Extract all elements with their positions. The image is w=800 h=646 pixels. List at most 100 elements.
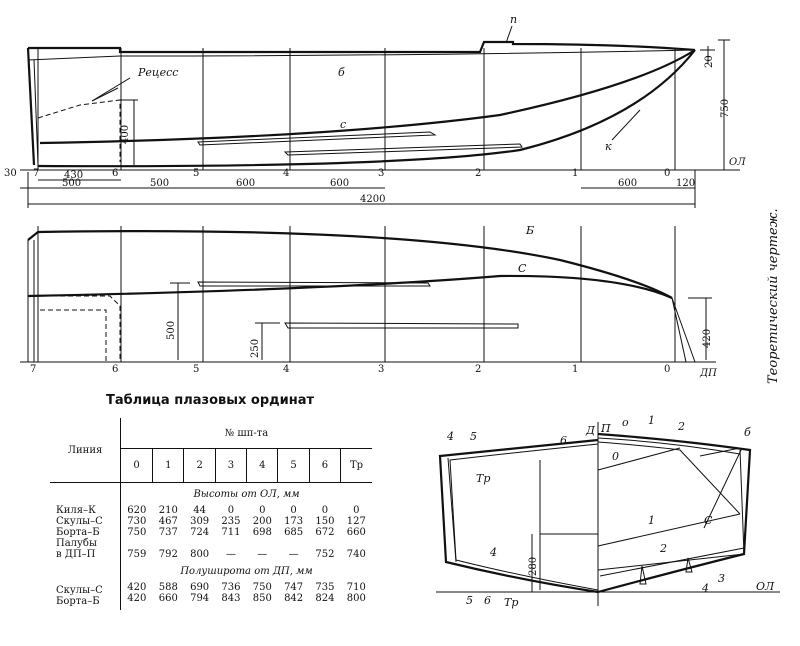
centreplane-label: ДП — [699, 368, 717, 379]
table-cell: 843 — [221, 593, 241, 604]
ol-label: ОЛ — [729, 157, 746, 168]
table-cell: 44 — [193, 505, 206, 516]
table-cell: 752 — [315, 549, 335, 560]
table-cell: 150 — [315, 516, 335, 527]
table-cell: 685 — [284, 527, 304, 538]
bp-label-5-top: 5 — [470, 430, 477, 443]
table-cell: 127 — [346, 516, 366, 527]
side-caption: Теоретический чертеж. — [766, 208, 781, 384]
table-cell: 235 — [221, 516, 241, 527]
table-cell: 309 — [190, 516, 210, 527]
table-cell: 800 — [346, 593, 366, 604]
table-cell: 736 — [221, 582, 241, 593]
deck-centre-label: п — [510, 13, 517, 26]
col-2: 2 — [183, 448, 216, 483]
bp-label-1-mid: 1 — [648, 514, 655, 527]
table-cell: 730 — [127, 516, 147, 527]
plan-station-labels: 7 6 5 4 3 2 1 0 — [30, 364, 670, 375]
table-cell: 710 — [346, 582, 366, 593]
table-cell: 467 — [158, 516, 178, 527]
bp-label-tr: Тр — [476, 472, 490, 485]
table-cell: 794 — [190, 593, 210, 604]
body-plan-labels: Д П о 1 2 б 4 5 Тр 6 0 1 2 С 4 3 4 5 6 Т… — [446, 414, 775, 609]
dim-250: 250 — [250, 339, 261, 358]
table-cell: 420 — [127, 593, 147, 604]
table-cell: 660 — [158, 593, 178, 604]
plan-station-0: 0 — [664, 364, 670, 375]
table-cell: 173 — [284, 516, 304, 527]
column-headers: 0 1 2 3 4 5 6 Тр — [50, 448, 372, 483]
section1-title: Высоты от ОЛ, мм — [193, 488, 300, 500]
dim-120: 120 — [676, 178, 695, 189]
dim-280: 280 — [528, 557, 539, 576]
table-cell: 750 — [127, 527, 147, 538]
bp-label-d: Д — [585, 424, 596, 437]
plan-station-5: 5 — [193, 364, 199, 375]
table-cell: 0 — [290, 505, 297, 516]
dim-20: 20 — [704, 55, 715, 68]
col-tr: Тр — [340, 448, 372, 483]
side-station-labels: 7 6 5 4 3 2 1 0 — [33, 168, 670, 179]
table-cell: 800 — [190, 549, 210, 560]
table-cell: 724 — [190, 527, 210, 538]
group-header: № шп-та — [120, 418, 372, 450]
dim-750: 750 — [720, 99, 731, 118]
table-cell: 690 — [190, 582, 210, 593]
dim-4200: 4200 — [360, 194, 385, 205]
plan-station-6: 6 — [112, 364, 118, 375]
plan-view: 500 250 420 Б С ДП 7 6 5 4 3 2 1 0 — [20, 224, 717, 379]
plan-station-1: 1 — [572, 364, 578, 375]
table-cell: — — [225, 549, 236, 560]
table-cell: 0 — [227, 505, 235, 516]
table-cell: 750 — [252, 582, 272, 593]
bp-label-b: б — [744, 426, 751, 439]
dim-500-b: 500 — [150, 178, 169, 189]
name-sheer: Борта–Б — [56, 527, 100, 538]
side-view: Рецесс б с к п 20 750 400 ОЛ 7 6 5 4 3 2 — [4, 13, 746, 208]
table-row: 420 660 794 843 850 842 824 800 — [50, 593, 372, 610]
bp-label-5-bot: 5 — [466, 594, 473, 607]
bp-label-4-top: 4 — [446, 430, 454, 443]
dim-30: 30 — [4, 168, 17, 179]
dim-600-a: 600 — [236, 178, 255, 189]
table-cell: — — [257, 549, 268, 560]
col-3: 3 — [214, 448, 247, 483]
bp-label-3: 3 — [718, 572, 725, 585]
bp-label-o: о — [622, 416, 629, 429]
bp-label-p: П — [600, 422, 611, 435]
table-cell: 850 — [252, 593, 272, 604]
name-deck-dp: в ДП–П — [56, 549, 96, 560]
table-cell: 792 — [158, 549, 178, 560]
side-station-2: 2 — [475, 168, 481, 179]
col-5: 5 — [277, 448, 310, 483]
plan-station-3: 3 — [378, 364, 384, 375]
bp-label-0: 0 — [612, 450, 619, 463]
table-cell: 698 — [252, 527, 272, 538]
bp-label-1: 1 — [648, 414, 655, 427]
side-station-5: 5 — [193, 168, 199, 179]
chine-label-plan: С — [518, 262, 527, 275]
table-row: 750 737 724 711 698 685 672 660 — [50, 527, 372, 538]
dim-500-a: 500 — [62, 178, 81, 189]
section2-title: Полуширота от ДП, мм — [180, 565, 313, 577]
table-row: 620 210 44 0 0 0 0 0 — [50, 505, 372, 516]
bp-label-2-mid: 2 — [659, 542, 667, 555]
table-cell: 210 — [158, 505, 178, 516]
side-station-0: 0 — [664, 168, 670, 179]
chine-line-label: с — [340, 118, 346, 131]
table-cell: 620 — [127, 505, 147, 516]
section1-names: Киля–К Скулы–С Борта–Б Палубы в ДП–П — [50, 482, 121, 560]
table-cell: 740 — [346, 549, 366, 560]
table-cell: 824 — [315, 593, 335, 604]
col-header-line: Линия — [50, 418, 121, 483]
bp-label-4-mid: 4 — [489, 546, 497, 559]
bp-label-c: С — [704, 514, 713, 527]
table-cell: 842 — [284, 593, 304, 604]
table-cell: 420 — [127, 582, 147, 593]
side-station-6: 6 — [112, 168, 118, 179]
plan-station-4: 4 — [283, 364, 289, 375]
table-cell: 759 — [127, 549, 147, 560]
bp-label-ol: ОЛ — [756, 580, 775, 593]
name-chine: Скулы–С — [56, 516, 103, 527]
